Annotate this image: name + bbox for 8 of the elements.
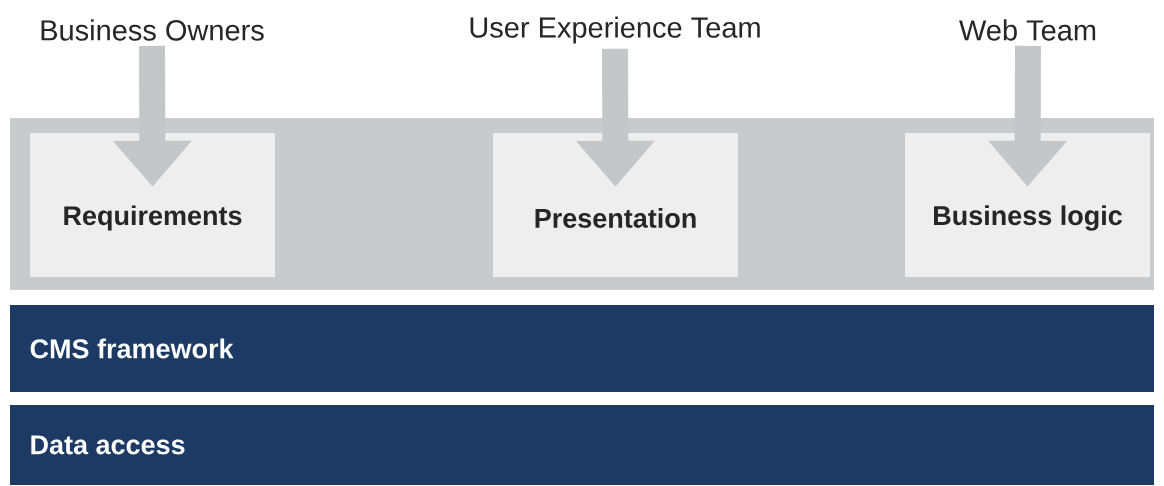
layer-band: Data access [10,405,1154,485]
team-label: Business Owners [41,19,264,41]
component-box: Business logic [905,133,1150,277]
component-box: Requirements [30,133,275,277]
component-box: Presentation [493,133,738,277]
team-label: User Experience Team [470,16,760,44]
layer-band: CMS framework [10,305,1154,392]
team-label: Web Team [959,19,1096,41]
